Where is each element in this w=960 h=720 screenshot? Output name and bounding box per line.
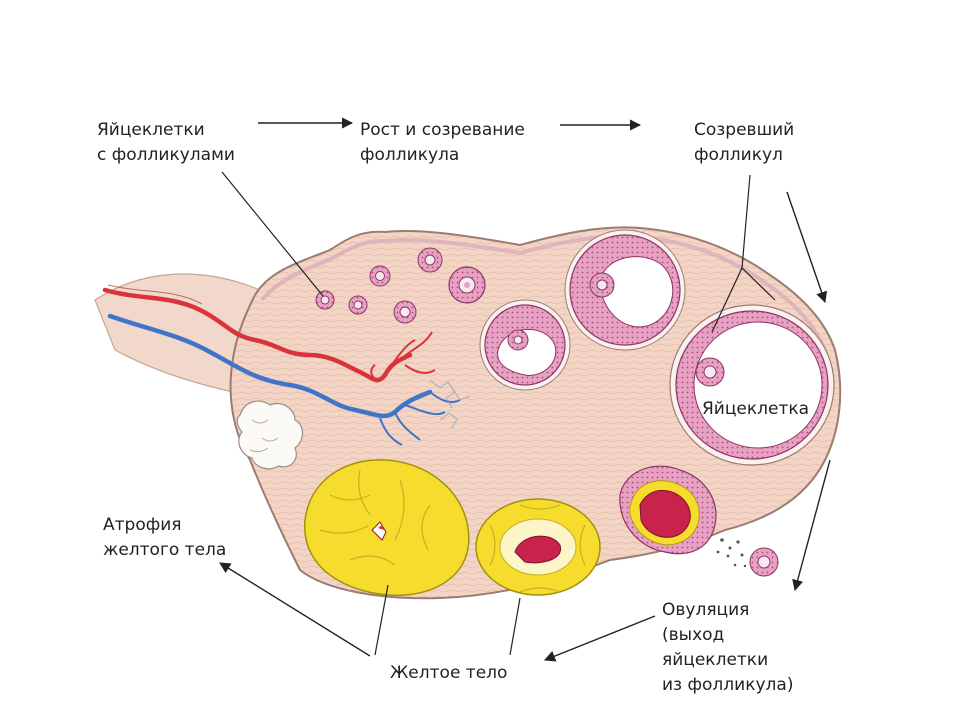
label-oocytes-1: Яйцеклетки xyxy=(97,120,205,140)
vein-branches xyxy=(379,391,461,446)
label-ovulation-3: яйцеклетки xyxy=(662,650,768,670)
corpus-luteum-large xyxy=(304,459,470,596)
label-ovulation-2: (выход xyxy=(662,625,724,645)
label-egg: Яйцеклетка xyxy=(702,399,809,419)
label-growth-2: фолликула xyxy=(360,145,459,165)
label-mature-2: фолликул xyxy=(694,145,783,165)
mature-follicle xyxy=(669,304,835,466)
corpus-luteum-ring xyxy=(475,498,601,596)
large-follicle xyxy=(564,229,686,351)
artery-branches xyxy=(370,331,436,383)
artery-shadow xyxy=(107,284,203,305)
label-corpus-luteum: Желтое тело xyxy=(390,663,507,683)
corpus-albicans-folds xyxy=(249,419,279,453)
corpus-albicans xyxy=(236,400,304,470)
ovary-capsule xyxy=(260,234,828,354)
label-ovulation-4: из фолликула) xyxy=(662,675,793,695)
label-atrophy-2: желтого тела xyxy=(103,540,226,560)
released-egg xyxy=(716,538,779,577)
label-oocytes-2: с фолликулами xyxy=(97,145,235,165)
artery xyxy=(102,287,413,383)
label-mature-1: Созревший xyxy=(694,120,794,140)
primordial-follicles xyxy=(315,247,443,324)
label-atrophy-1: Атрофия xyxy=(103,515,182,535)
vein xyxy=(107,313,433,419)
ruptured-follicle xyxy=(619,465,717,555)
capillary-net xyxy=(429,379,471,429)
label-ovulation-1: Овуляция xyxy=(662,600,749,620)
label-growth-1: Рост и созревание xyxy=(360,120,525,140)
leader-lines xyxy=(221,171,776,656)
flow-arrows xyxy=(219,117,831,662)
growing-follicle-small xyxy=(448,266,486,304)
growing-follicle-antrum xyxy=(479,299,571,391)
